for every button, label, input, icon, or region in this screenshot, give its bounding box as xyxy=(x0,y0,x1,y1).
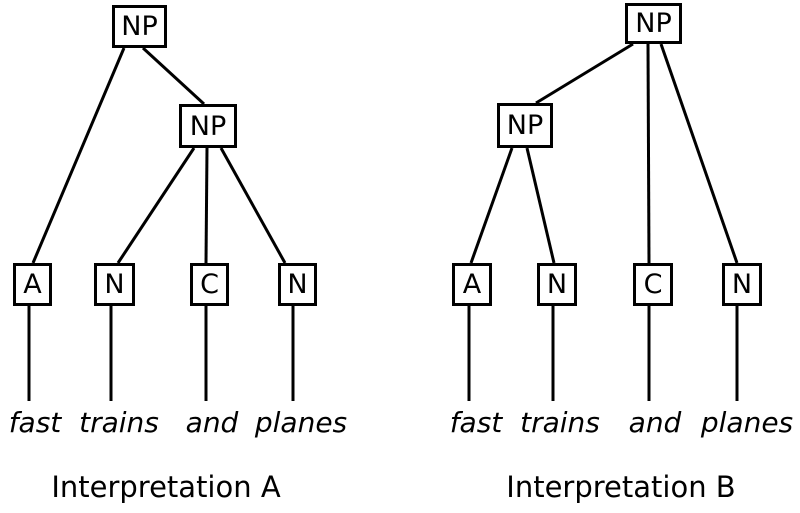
tree-b-word-trains: trains xyxy=(520,406,600,439)
tree-a-caption: Interpretation A xyxy=(51,470,281,504)
tree-b-word-and: and xyxy=(628,406,682,439)
tree-a-sub-np-node: NP xyxy=(179,104,237,148)
tree-a-leaf-adjective-node: A xyxy=(13,263,52,306)
edge-a-root-to-a xyxy=(31,47,126,264)
edge-a-subnp-to-n1 xyxy=(116,147,196,264)
tree-a-leaf-noun1-node: N xyxy=(94,263,135,306)
tree-b-root-np-node: NP xyxy=(625,3,682,44)
edge-b-subnp-to-a xyxy=(469,147,514,264)
edge-a-root-to-subnp xyxy=(141,46,206,106)
tree-a-word-fast: fast xyxy=(8,406,62,439)
tree-b-leaf-adjective-node: A xyxy=(452,263,492,306)
edge-b-root-to-subnp xyxy=(535,42,634,105)
edge-b-root-to-n2 xyxy=(659,43,739,264)
tree-b-word-planes: planes xyxy=(700,406,794,439)
tree-b-leaf-conjunction-node: C xyxy=(633,263,673,306)
edge-a-subnp-to-c xyxy=(204,147,209,264)
tree-b-caption: Interpretation B xyxy=(506,470,736,504)
edge-b-root-to-c xyxy=(646,43,651,264)
edge-a-subnp-to-n2 xyxy=(219,147,287,264)
tree-b-leaf-noun2-node: N xyxy=(722,263,762,306)
tree-a-word-trains: trains xyxy=(79,406,159,439)
tree-b-sub-np-node: NP xyxy=(497,103,553,148)
tree-a-word-planes: planes xyxy=(254,406,348,439)
tree-a-leaf-noun2-node: N xyxy=(278,263,317,306)
tree-a-root-np-node: NP xyxy=(112,5,167,48)
edge-b-subnp-to-n1 xyxy=(525,147,556,264)
tree-a-leaf-conjunction-node: C xyxy=(190,263,229,306)
tree-b-word-fast: fast xyxy=(449,406,503,439)
tree-a-word-and: and xyxy=(185,406,239,439)
tree-b-leaf-noun1-node: N xyxy=(537,263,577,306)
